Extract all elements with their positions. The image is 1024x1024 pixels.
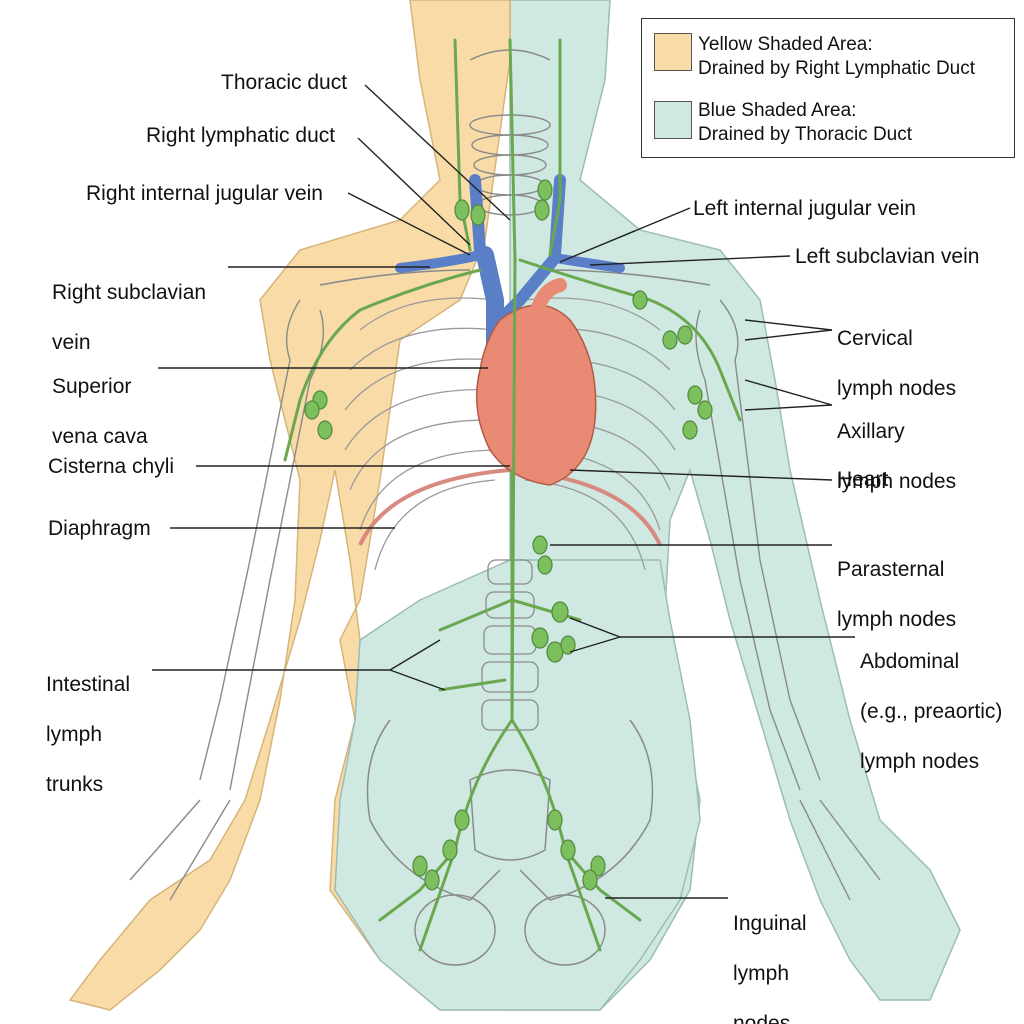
label-axillary-lymph-nodes: Axillary lymph nodes [837, 394, 956, 519]
label-cervical-lymph-nodes-line2: lymph nodes [837, 377, 957, 400]
label-axillary-lymph-nodes-line1: Axillary [837, 420, 905, 443]
label-abdominal-lymph-nodes-line2: (e.g., preaortic) [860, 700, 1003, 723]
label-inguinal-lymph-nodes-line2: lymph [733, 962, 790, 985]
label-inguinal-lymph-nodes-line3: nodes [733, 1012, 791, 1024]
label-left-subclavian-vein: Left subclavian vein [795, 245, 980, 268]
label-left-internal-jugular-vein: Left internal jugular vein [693, 197, 916, 220]
label-abdominal-lymph-nodes-line1: Abdominal [860, 650, 960, 673]
legend-yellow-title: Yellow Shaded Area: [698, 34, 873, 55]
lymph-vessels [283, 38, 742, 952]
legend-swatch-blue [654, 101, 692, 139]
label-intestinal-lymph-trunks-line3: trunks [46, 773, 104, 796]
clavicles [319, 269, 711, 286]
label-right-internal-jugular-vein: Right internal jugular vein [86, 182, 323, 205]
label-right-lymphatic-duct: Right lymphatic duct [146, 124, 336, 147]
label-intestinal-lymph-trunks-line2: lymph [46, 723, 103, 746]
label-superior-vena-cava-line2: vena cava [52, 425, 148, 448]
legend-blue-desc: Drained by Thoracic Duct [698, 124, 913, 145]
lymph-nodes [304, 179, 713, 891]
label-inguinal-lymph-nodes-line1: Inguinal [733, 912, 807, 935]
label-cervical-lymph-nodes: Cervical lymph nodes [837, 301, 956, 426]
label-thoracic-duct: Thoracic duct [221, 71, 348, 94]
legend: Yellow Shaded Area: Drained by Right Lym… [641, 18, 1015, 158]
label-abdominal-lymph-nodes-line3: lymph nodes [860, 750, 980, 773]
label-cisterna-chyli: Cisterna chyli [48, 455, 175, 478]
label-heart: Heart [837, 468, 889, 491]
legend-yellow-desc: Drained by Right Lymphatic Duct [698, 58, 976, 79]
legend-item-yellow: Yellow Shaded Area: Drained by Right Lym… [698, 33, 975, 81]
label-intestinal-lymph-trunks: Intestinal lymph trunks [46, 647, 130, 822]
heart-shape [475, 304, 597, 486]
label-parasternal-lymph-nodes: Parasternal lymph nodes [837, 532, 956, 657]
aorta-shape [528, 278, 567, 327]
label-superior-vena-cava: Superior vena cava [52, 349, 148, 474]
label-parasternal-lymph-nodes-line1: Parasternal [837, 558, 945, 581]
label-intestinal-lymph-trunks-line1: Intestinal [46, 673, 131, 696]
abdomen-region [334, 559, 701, 1011]
label-superior-vena-cava-line1: Superior [52, 375, 132, 398]
label-inguinal-lymph-nodes: Inguinal lymph nodes [733, 886, 807, 1024]
label-right-subclavian-vein-line1: Right subclavian [52, 281, 207, 304]
label-abdominal-lymph-nodes: Abdominal (e.g., preaortic) lymph nodes [860, 624, 1002, 799]
label-axillary-lymph-nodes-line2: lymph nodes [837, 470, 957, 493]
label-parasternal-lymph-nodes-line2: lymph nodes [837, 608, 957, 631]
label-diaphragm: Diaphragm [48, 517, 151, 540]
legend-item-blue: Blue Shaded Area: Drained by Thoracic Du… [698, 99, 912, 147]
leader-lines [152, 84, 855, 899]
label-cervical-lymph-nodes-line1: Cervical [837, 327, 913, 350]
label-right-subclavian-vein: Right subclavian vein [52, 255, 206, 380]
legend-blue-title: Blue Shaded Area: [698, 100, 857, 121]
legend-swatch-yellow [654, 33, 692, 71]
label-right-subclavian-vein-line2: vein [52, 331, 91, 354]
